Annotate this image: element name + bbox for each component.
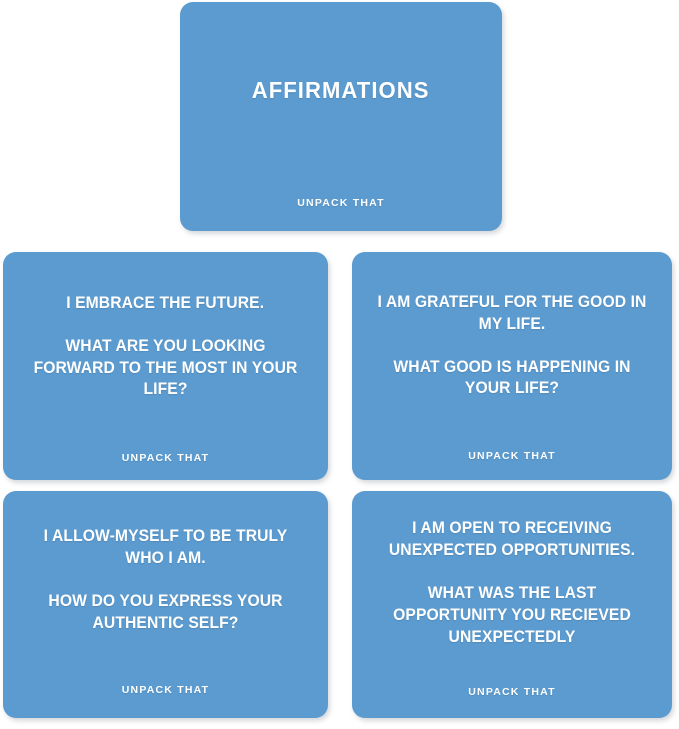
affirmation-question: WHAT GOOD IS HAPPENING IN YOUR LIFE?: [393, 357, 631, 398]
affirmation-card-grateful-for-the-good[interactable]: I AM GRATEFUL FOR THE GOOD IN MY LIFE. W…: [352, 252, 672, 480]
brand-footer: UNPACK THAT: [121, 452, 210, 464]
affirmation-statement: I EMBRACE THE FUTURE.: [66, 293, 265, 312]
affirmation-card-allow-myself-truly[interactable]: I ALLOW-MYSELF TO BE TRULY WHO I AM. HOW…: [3, 491, 328, 718]
card-body: I ALLOW-MYSELF TO BE TRULY WHO I AM. HOW…: [3, 491, 328, 684]
brand-footer: UNPACK THAT: [297, 197, 385, 209]
affirmation-statement: I ALLOW-MYSELF TO BE TRULY WHO I AM.: [43, 527, 288, 568]
affirmation-statement: I AM OPEN TO RECEIVING UNEXPECTED OPPORT…: [388, 519, 636, 560]
affirmation-question: WHAT WAS THE LAST OPPORTUNITY YOU RECIEV…: [393, 584, 631, 646]
affirmations-cover-card[interactable]: AFFIRMATIONS UNPACK THAT: [180, 2, 502, 231]
deck-title: AFFIRMATIONS: [252, 76, 430, 103]
card-body: I EMBRACE THE FUTURE. WHAT ARE YOU LOOKI…: [3, 252, 328, 452]
card-body: I AM OPEN TO RECEIVING UNEXPECTED OPPORT…: [352, 491, 672, 686]
affirmation-question: WHAT ARE YOU LOOKING FORWARD TO THE MOST…: [33, 336, 298, 399]
brand-footer: UNPACK THAT: [468, 686, 556, 698]
brand-footer: UNPACK THAT: [468, 450, 556, 462]
cover-card-body: AFFIRMATIONS: [180, 2, 502, 197]
affirmation-card-embrace-the-future[interactable]: I EMBRACE THE FUTURE. WHAT ARE YOU LOOKI…: [3, 252, 328, 480]
affirmation-statement: I AM GRATEFUL FOR THE GOOD IN MY LIFE.: [377, 292, 647, 333]
brand-footer: UNPACK THAT: [121, 684, 210, 696]
card-body: I AM GRATEFUL FOR THE GOOD IN MY LIFE. W…: [352, 252, 672, 450]
affirmation-question: HOW DO YOU EXPRESS YOUR AUTHENTIC SELF?: [48, 592, 283, 632]
affirmation-card-open-to-receiving[interactable]: I AM OPEN TO RECEIVING UNEXPECTED OPPORT…: [352, 491, 672, 718]
